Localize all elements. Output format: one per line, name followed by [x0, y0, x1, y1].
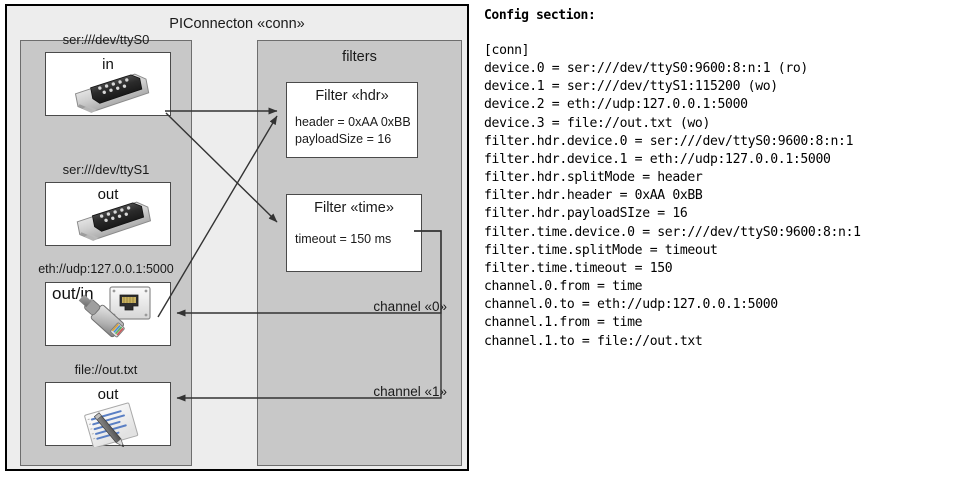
device-direction-eth: out/in: [52, 284, 94, 303]
filter-prop-timeout: timeout = 150 ms: [295, 232, 392, 246]
filter-prop-payload-size: payloadSize = 16: [295, 132, 392, 146]
channel-label-1: channel «1»: [373, 384, 447, 399]
config-panel: Config section: [conn] device.0 = ser://…: [482, 0, 964, 484]
filters-group-title: filters: [342, 49, 377, 65]
serial-port-icon: [70, 201, 156, 248]
device-label-ttyS0: ser:///dev/ttyS0: [62, 32, 150, 47]
filter-box-time[interactable]: Filter «time» timeout = 150 ms: [286, 194, 422, 272]
device-direction-ttyS0: in: [102, 56, 114, 73]
device-label-ttyS1: ser:///dev/ttyS1: [62, 162, 150, 177]
filter-box-hdr[interactable]: Filter «hdr» header = 0xAA 0xBB payloadS…: [286, 82, 418, 158]
config-body: [conn] device.0 = ser:///dev/ttyS0:9600:…: [484, 43, 861, 349]
filter-title-time: Filter «time»: [314, 200, 394, 216]
device-box-eth[interactable]: out/in: [45, 282, 171, 346]
device-label-file: file://out.txt: [74, 362, 138, 377]
device-direction-ttyS1: out: [97, 186, 119, 203]
serial-port-icon: [68, 73, 154, 118]
text-file-icon: [78, 401, 154, 452]
device-box-ttyS1[interactable]: out: [45, 182, 171, 246]
config-heading: Config section:: [484, 8, 596, 23]
device-box-ttyS0[interactable]: in: [45, 52, 171, 116]
device-direction-file: out: [97, 386, 119, 403]
device-box-file[interactable]: out: [45, 382, 171, 449]
device-label-eth: eth://udp:127.0.0.1:5000: [38, 262, 174, 276]
filter-title-hdr: Filter «hdr»: [315, 88, 389, 104]
piconnecton-component-box: PIConnecton «conn» filters ser:///dev/tt…: [5, 4, 469, 471]
channel-label-0: channel «0»: [373, 299, 447, 314]
component-title: PIConnecton «conn»: [169, 16, 305, 32]
filter-prop-header: header = 0xAA 0xBB: [295, 115, 411, 129]
